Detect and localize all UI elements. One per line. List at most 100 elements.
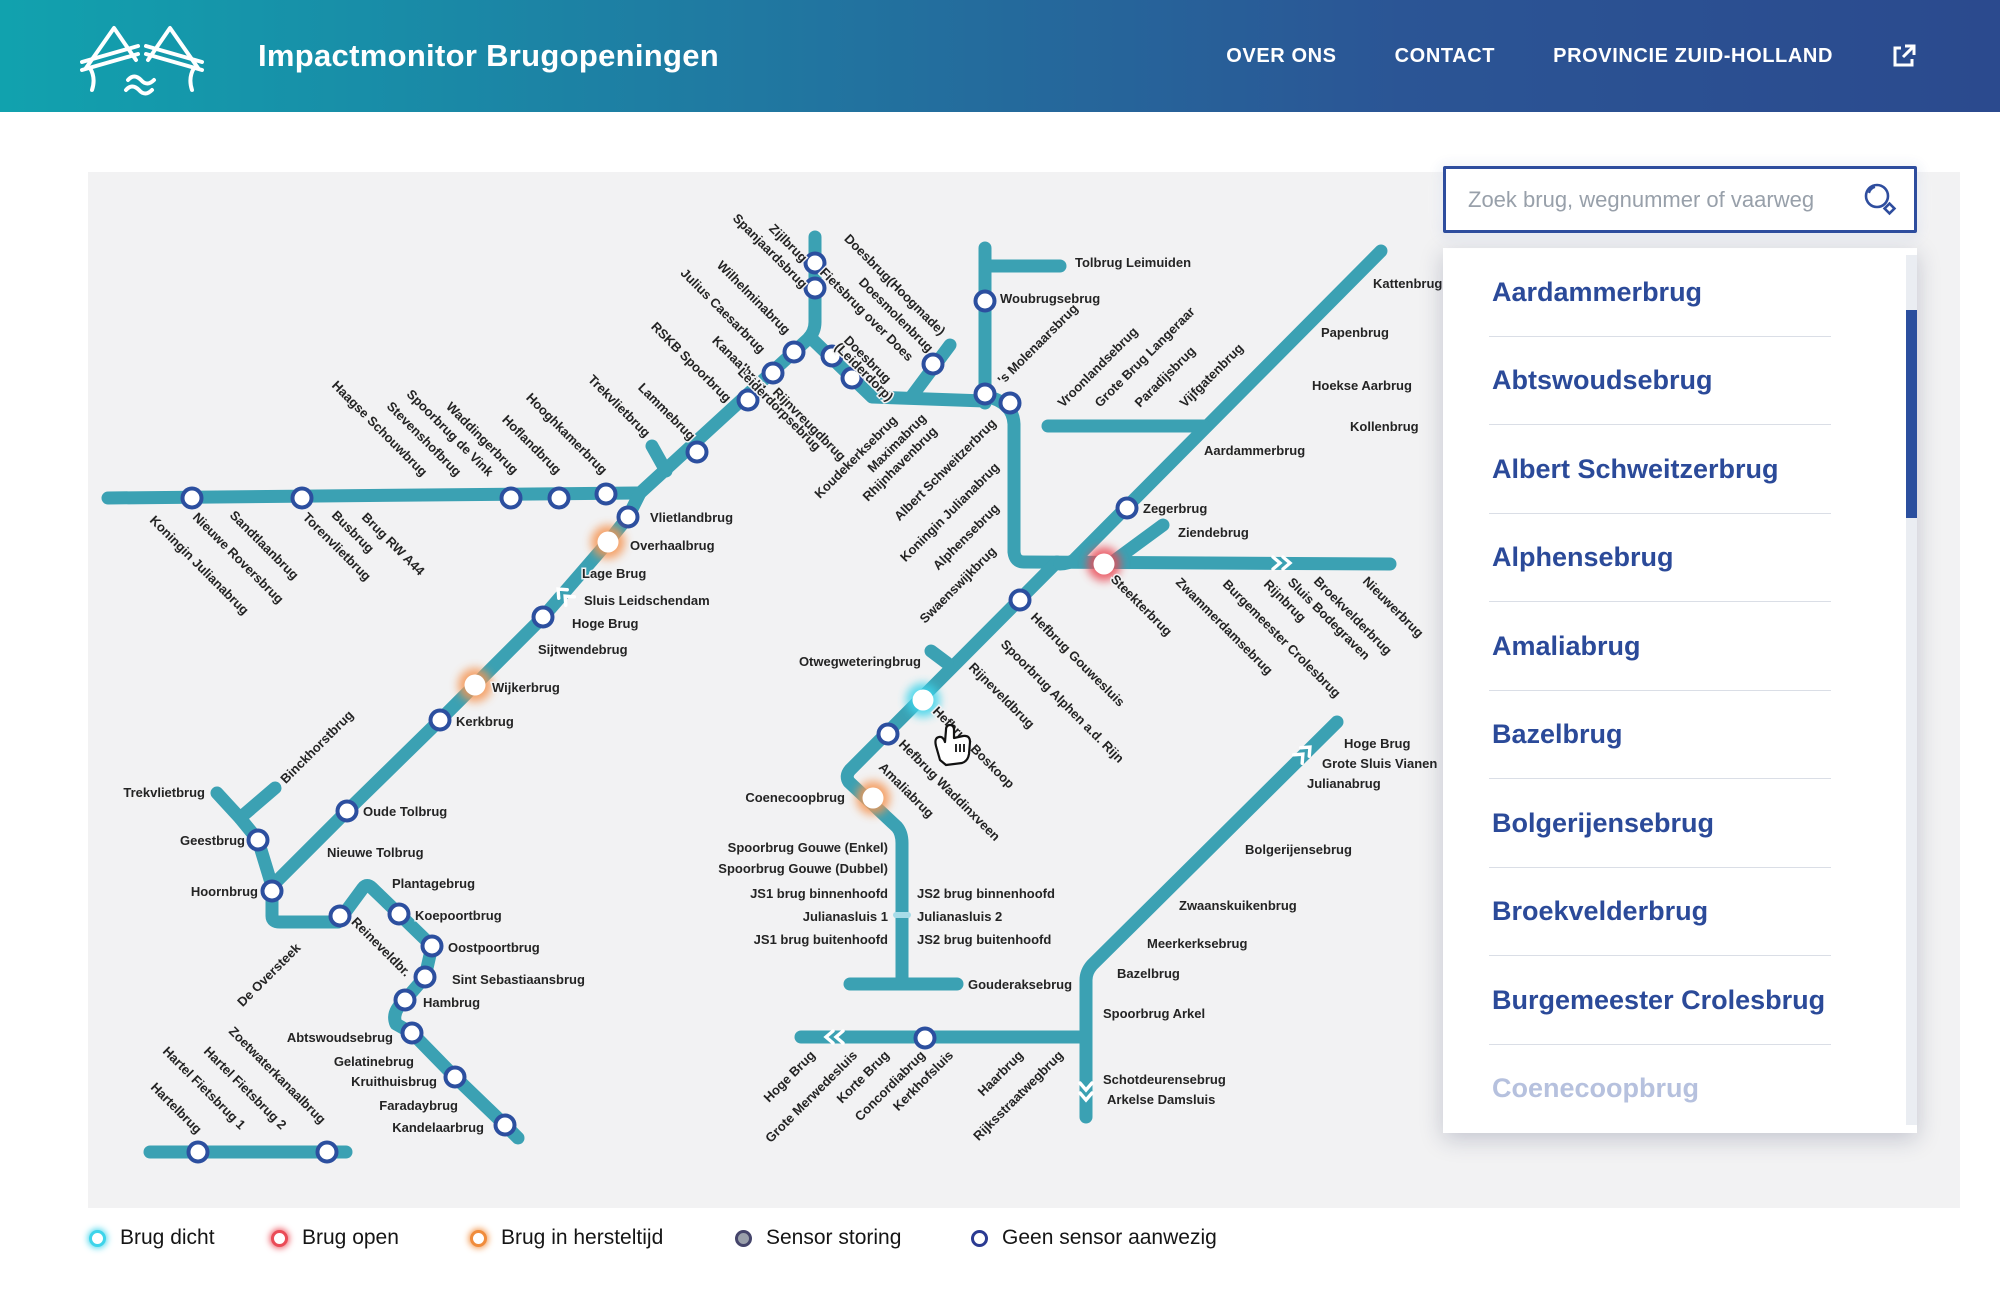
map-label: Spoorbrug Arkel — [1103, 1006, 1205, 1021]
map-label: Trekvlietbrug — [123, 785, 205, 800]
node-zegerbrug[interactable] — [1115, 496, 1139, 520]
node-wijkerbrug[interactable] — [458, 668, 492, 702]
map-label: Papenbrug — [1321, 325, 1389, 340]
node-reineveldbrug[interactable] — [328, 904, 352, 928]
map-label: Coenecoopbrug — [745, 790, 845, 805]
line-trekvliet-stub — [645, 439, 673, 478]
map-label: Hoge Brug — [1344, 736, 1411, 751]
node-steekterbrug[interactable] — [1087, 547, 1121, 581]
list-item-aardammerbrug[interactable]: Aardammerbrug — [1443, 248, 1917, 337]
node[interactable] — [499, 486, 523, 510]
node-doesbrug-leiderdorp[interactable] — [840, 366, 864, 390]
node-swaenswijkbrug[interactable] — [1008, 588, 1032, 612]
list-scrollbar-track[interactable] — [1906, 255, 1917, 1125]
node-zijlbrug[interactable] — [803, 251, 827, 275]
node-kerkbrug[interactable] — [428, 708, 452, 732]
list-item-coenecoopbrug[interactable]: Coenecoopbrug — [1492, 1073, 1699, 1104]
nav-item-provincie-zuid-holland[interactable]: PROVINCIE ZUID-HOLLAND — [1553, 44, 1833, 67]
node-concordiabrug[interactable] — [913, 1026, 937, 1050]
node-overhaalbrug[interactable] — [591, 525, 625, 559]
node-doesbrug-hoogmade[interactable] — [820, 344, 844, 368]
node-hefbrug-boskoop[interactable] — [906, 683, 940, 717]
nav-item-over-ons[interactable]: OVER ONS — [1226, 44, 1337, 67]
map-label: Binckhorstbrug — [277, 707, 356, 786]
chevron-rijn-east-icon — [1271, 555, 1293, 571]
julianasluis-dash — [893, 912, 911, 918]
node-hambrug[interactable] — [393, 988, 417, 1012]
external-link-icon[interactable] — [1891, 43, 1917, 69]
node-zoetwaterkanaalbrug[interactable] — [315, 1140, 339, 1164]
map-label: Koepoortbrug — [415, 908, 502, 923]
map-label: Arkelse Damsluis — [1107, 1092, 1215, 1107]
legend-label: Geen sensor aanwezig — [1002, 1226, 1217, 1249]
node-coenecoopbrug[interactable] — [856, 781, 890, 815]
map-label: Spoorbrug Gouwe (Enkel) — [728, 840, 888, 855]
map-label: Hoekse Aarbrug — [1312, 378, 1412, 393]
node-vlietlandbrug[interactable] — [616, 505, 640, 529]
node-spanjaardsbrug[interactable] — [803, 276, 827, 300]
legend-dot-icon — [470, 1229, 487, 1247]
node-koepoortbrug[interactable] — [387, 902, 411, 926]
nav-item-contact[interactable]: CONTACT — [1394, 44, 1496, 67]
map-label: Ziendebrug — [1178, 525, 1249, 540]
node[interactable] — [290, 486, 314, 510]
node[interactable] — [547, 486, 571, 510]
node-julius-caesarbrug[interactable] — [761, 361, 785, 385]
map-label: Zegerbrug — [1143, 501, 1207, 516]
node-woubrugsebrug[interactable] — [973, 289, 997, 313]
node[interactable] — [180, 486, 204, 510]
node-hartel-fietsbrug[interactable] — [186, 1140, 210, 1164]
map-label: JS1 brug binnenhoofd — [750, 886, 888, 901]
bridge-logo-icon — [80, 26, 204, 96]
map-label: Hefbrug Gouwesluis — [1028, 610, 1128, 710]
node-doesmolenbrug[interactable] — [921, 352, 945, 376]
node-hoge-brug[interactable] — [531, 605, 555, 629]
map-label: Woubrugsebrug — [1000, 291, 1100, 306]
list-item-broekvelderbrug[interactable]: Broekvelderbrug — [1443, 868, 1917, 957]
map-label: JS1 brug buitenhoofd — [754, 932, 888, 947]
legend-item: Geen sensor aanwezig — [971, 1226, 1217, 1250]
node-hoornbrug[interactable] — [260, 879, 284, 903]
chevron-ijssel-west-icon — [823, 1029, 845, 1045]
list-item-bazelbrug[interactable]: Bazelbrug — [1443, 691, 1917, 780]
list-item-alphensebrug[interactable]: Alphensebrug — [1443, 514, 1917, 603]
node-amaliabrug[interactable] — [876, 722, 900, 746]
list-item-bolgerijensebrug[interactable]: Bolgerijensebrug — [1443, 779, 1917, 868]
legend-dot-icon — [271, 1229, 288, 1247]
node-geestbrug[interactable] — [246, 828, 270, 852]
node-sint-sebastiaansbrug[interactable] — [413, 965, 437, 989]
node[interactable] — [594, 482, 618, 506]
map-label: Oostpoortbrug — [448, 940, 540, 955]
node-s-molenaarsbrug[interactable] — [973, 382, 997, 406]
list-item-albert-schweitzerbrug[interactable]: Albert Schweitzerbrug — [1443, 425, 1917, 514]
list-item-abtswoudsebrug[interactable]: Abtswoudsebrug — [1443, 337, 1917, 426]
list-item-burgemeester-crolesbrug[interactable]: Burgemeester Crolesbrug — [1443, 956, 1917, 1045]
node-oude-tolbrug[interactable] — [335, 799, 359, 823]
search-box[interactable] — [1443, 166, 1917, 233]
map-label: Kollenbrug — [1350, 419, 1419, 434]
node-kruithuisbrug[interactable] — [443, 1065, 467, 1089]
map-label: Faradaybrug — [379, 1098, 458, 1113]
map-label: Sint Sebastiaansbrug — [452, 972, 585, 987]
node-abtswoudsebrug[interactable] — [400, 1021, 424, 1045]
node-lammebrug[interactable] — [685, 440, 709, 464]
list-scrollbar-thumb[interactable] — [1906, 310, 1917, 518]
node-kandelaarbrug[interactable] — [493, 1113, 517, 1137]
map-label: Julianasluis 2 — [917, 909, 1002, 924]
search-input[interactable] — [1446, 186, 1860, 213]
line-geest-branch — [210, 786, 279, 893]
map-label: Spoorbrug Gouwe (Dubbel) — [718, 861, 888, 876]
node-junction[interactable] — [998, 391, 1022, 415]
search-icon[interactable] — [1860, 180, 1900, 220]
node-wilhelminabrug[interactable] — [782, 340, 806, 364]
legend-item: Brug in hersteltijd — [470, 1226, 663, 1250]
map-label: Gelatinebrug — [334, 1054, 414, 1069]
node-oostpoortbrug[interactable] — [420, 934, 444, 958]
map-label: Julianabrug — [1307, 776, 1381, 791]
list-item-amaliabrug[interactable]: Amaliabrug — [1443, 602, 1917, 691]
legend-item: Brug open — [271, 1226, 399, 1250]
node-kanaalbrug[interactable] — [736, 388, 760, 412]
map-label: Nieuwe Tolbrug — [327, 845, 424, 860]
